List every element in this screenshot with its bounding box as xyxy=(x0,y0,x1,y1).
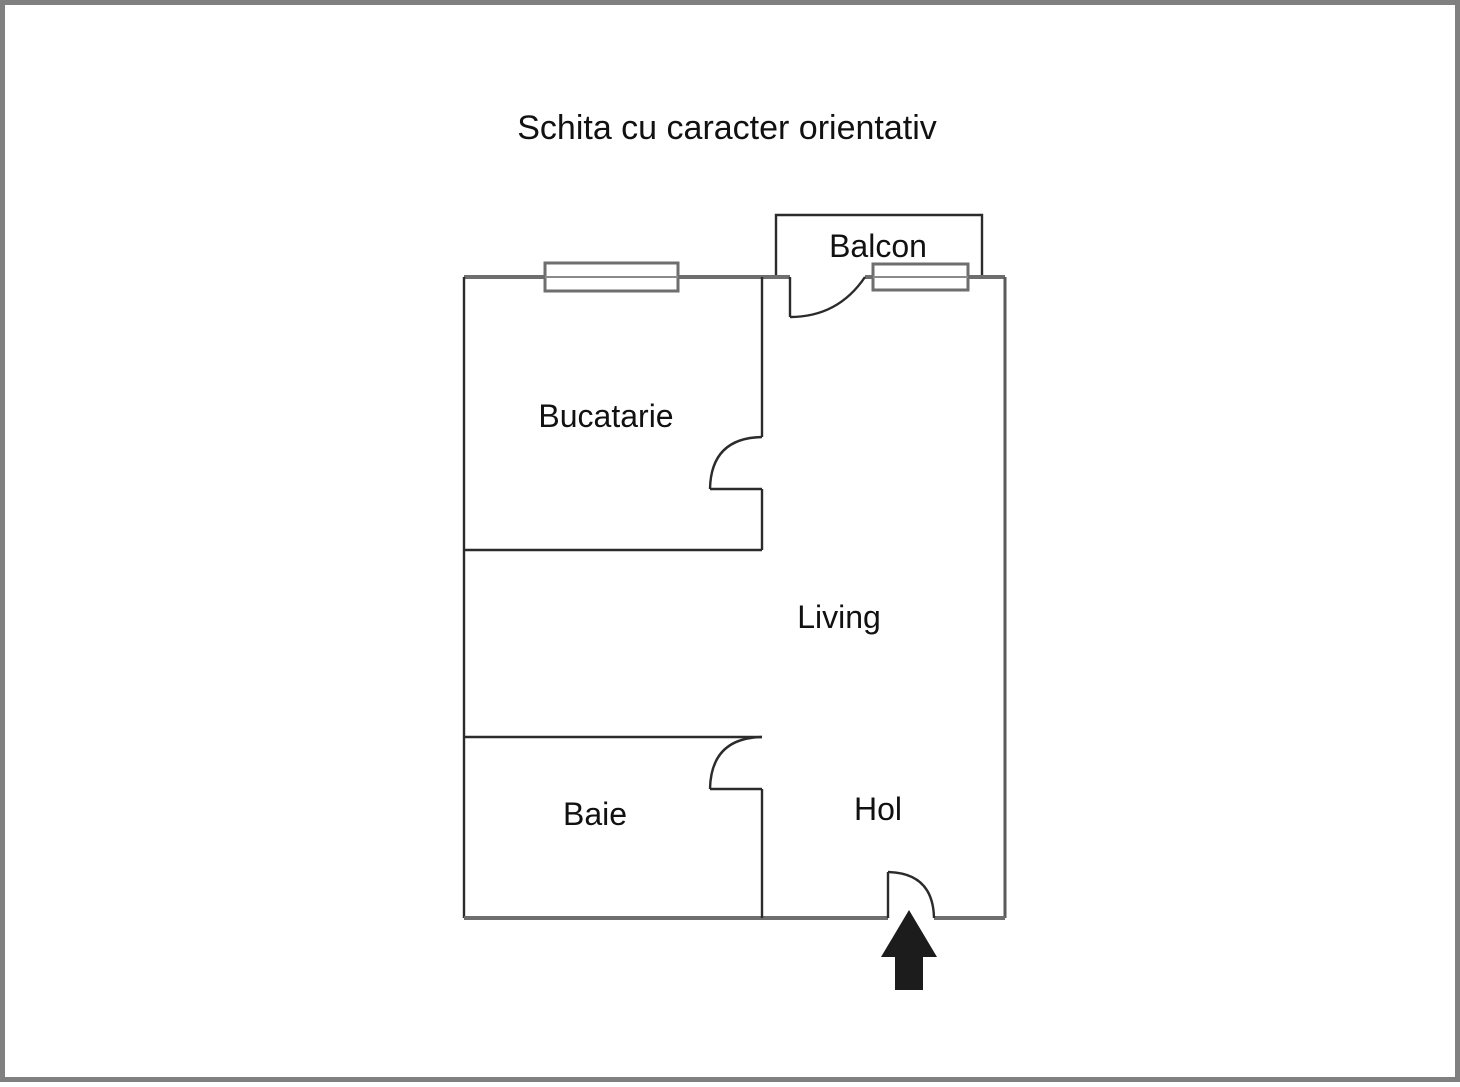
doors-group xyxy=(708,276,936,919)
room-labels-group: Balcon Bucatarie Living Baie Hol xyxy=(538,228,927,832)
floor-plan-canvas: Schita cu caracter orientativ xyxy=(5,5,1460,1087)
baie-door xyxy=(708,735,763,791)
balcon-window xyxy=(871,262,970,292)
windows-group xyxy=(543,261,970,293)
floor-plan-drawing: Schita cu caracter orientativ xyxy=(462,109,1007,990)
bucatarie-door xyxy=(708,435,763,491)
room-label-hol: Hol xyxy=(854,791,902,827)
apartment-outline-group xyxy=(462,275,1007,920)
room-label-bucatarie: Bucatarie xyxy=(538,398,673,434)
page-title: Schita cu caracter orientativ xyxy=(517,109,937,147)
bucatarie-door-swing-arc xyxy=(708,435,763,490)
balcony-outline-group xyxy=(774,213,984,277)
room-label-balcon: Balcon xyxy=(829,228,927,264)
entrance-arrow xyxy=(881,910,937,990)
room-label-baie: Baie xyxy=(563,796,627,832)
interior-walls-group xyxy=(464,277,764,918)
baie-door-swing-arc xyxy=(708,735,763,790)
entrance-arrow-glyph xyxy=(881,910,937,990)
balcony-walls xyxy=(774,213,984,277)
room-label-living: Living xyxy=(797,599,881,635)
entrance-door-swing-arc xyxy=(887,870,936,919)
balcon-door-swing-arc xyxy=(789,276,866,319)
bucatarie-window xyxy=(543,261,680,293)
entrance-door xyxy=(886,870,936,919)
balcon-door xyxy=(788,276,866,319)
